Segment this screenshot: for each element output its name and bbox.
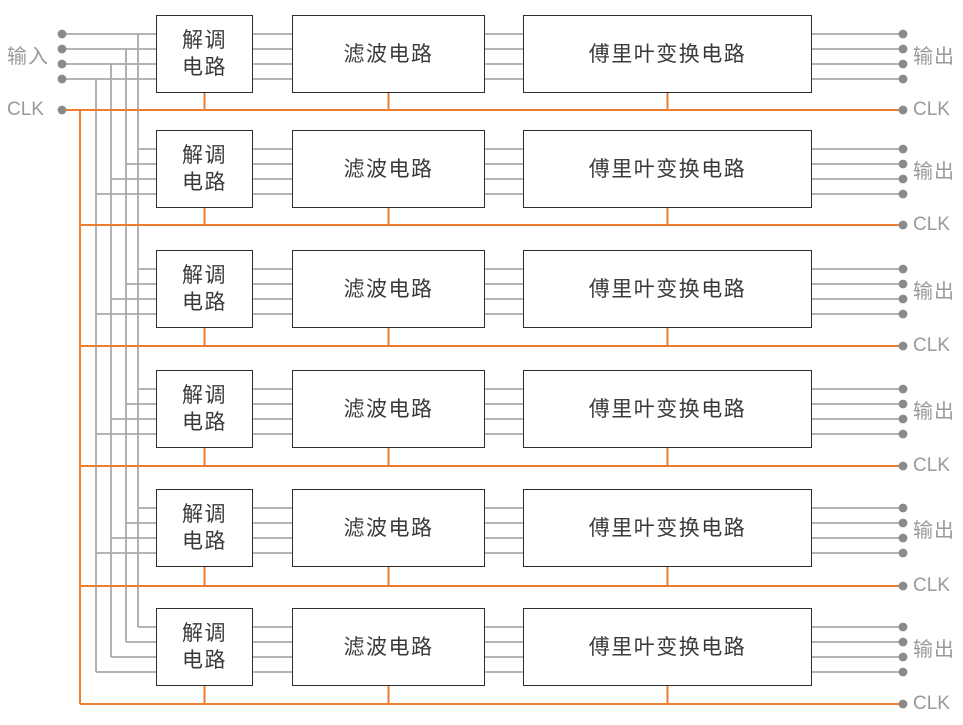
clk-input-label: CLK [7,99,44,120]
demod-box-row-6: 解调 电路 [156,608,253,686]
output-label-row-2: 输出 [913,160,955,183]
output-label-row-5: 输出 [913,519,955,542]
filter-box-row-6: 滤波电路 [292,608,485,686]
demod-box-row-5: 解调 电路 [156,489,253,567]
output-terminal-dot [898,159,908,169]
output-label-row-4: 输出 [913,400,955,423]
output-terminal-dot [898,637,908,647]
output-terminal-dot [898,294,908,304]
input-terminal-dot [57,44,67,54]
input-label: 输入 [7,46,49,68]
output-label-row-3: 输出 [913,280,955,303]
filter-box-row-3: 滤波电路 [292,250,485,328]
filter-box-row-1: 滤波电路 [292,15,485,93]
output-terminal-dot [898,309,908,319]
input-terminal-dot [57,29,67,39]
output-terminal-dot [898,548,908,558]
clk-output-label-row-5: CLK [913,575,950,596]
filter-box-row-4: 滤波电路 [292,370,485,448]
clk-output-terminal-dot [898,105,908,115]
output-terminal-dot [898,622,908,632]
clock-wires [62,93,903,705]
output-terminal-dot [898,264,908,274]
fft-box-row-3: 傅里叶变换电路 [523,250,812,328]
output-terminal-dot [898,384,908,394]
output-terminal-dot [898,74,908,84]
clk-output-label-row-2: CLK [913,214,950,235]
fft-box-row-6: 傅里叶变换电路 [523,608,812,686]
output-terminal-dot [898,503,908,513]
clk-output-terminal-dot [898,220,908,230]
output-label-row-6: 输出 [913,638,955,661]
clk-output-terminal-dot [898,461,908,471]
output-terminal-dot [898,29,908,39]
clk-output-label-row-6: CLK [913,693,950,714]
demod-box-row-4: 解调 电路 [156,370,253,448]
output-terminal-dot [898,44,908,54]
fft-box-row-1: 傅里叶变换电路 [523,15,812,93]
output-terminal-dot [898,518,908,528]
terminal-dots [57,29,908,709]
output-terminal-dot [898,59,908,69]
output-terminal-dot [898,414,908,424]
output-terminal-dot [898,279,908,289]
clk-output-terminal-dot [898,581,908,591]
output-terminal-dot [898,174,908,184]
clk-input-terminal-dot [57,105,67,115]
output-terminal-dot [898,652,908,662]
clk-output-label-row-3: CLK [913,335,950,356]
clk-output-terminal-dot [898,699,908,709]
output-terminal-dot [898,189,908,199]
output-terminal-dot [898,667,908,677]
filter-box-row-5: 滤波电路 [292,489,485,567]
demod-box-row-1: 解调 电路 [156,15,253,93]
fft-box-row-4: 傅里叶变换电路 [523,370,812,448]
demod-box-row-2: 解调 电路 [156,130,253,208]
output-terminal-dot [898,399,908,409]
signal-wires [62,33,903,673]
fft-box-row-5: 傅里叶变换电路 [523,489,812,567]
filter-box-row-2: 滤波电路 [292,130,485,208]
output-terminal-dot [898,429,908,439]
demod-box-row-3: 解调 电路 [156,250,253,328]
fft-box-row-2: 傅里叶变换电路 [523,130,812,208]
output-terminal-dot [898,533,908,543]
output-label-row-1: 输出 [913,45,955,68]
input-terminal-dot [57,74,67,84]
output-terminal-dot [898,144,908,154]
input-terminal-dot [57,59,67,69]
clk-output-label-row-1: CLK [913,99,950,120]
clk-output-label-row-4: CLK [913,455,950,476]
clk-output-terminal-dot [898,341,908,351]
